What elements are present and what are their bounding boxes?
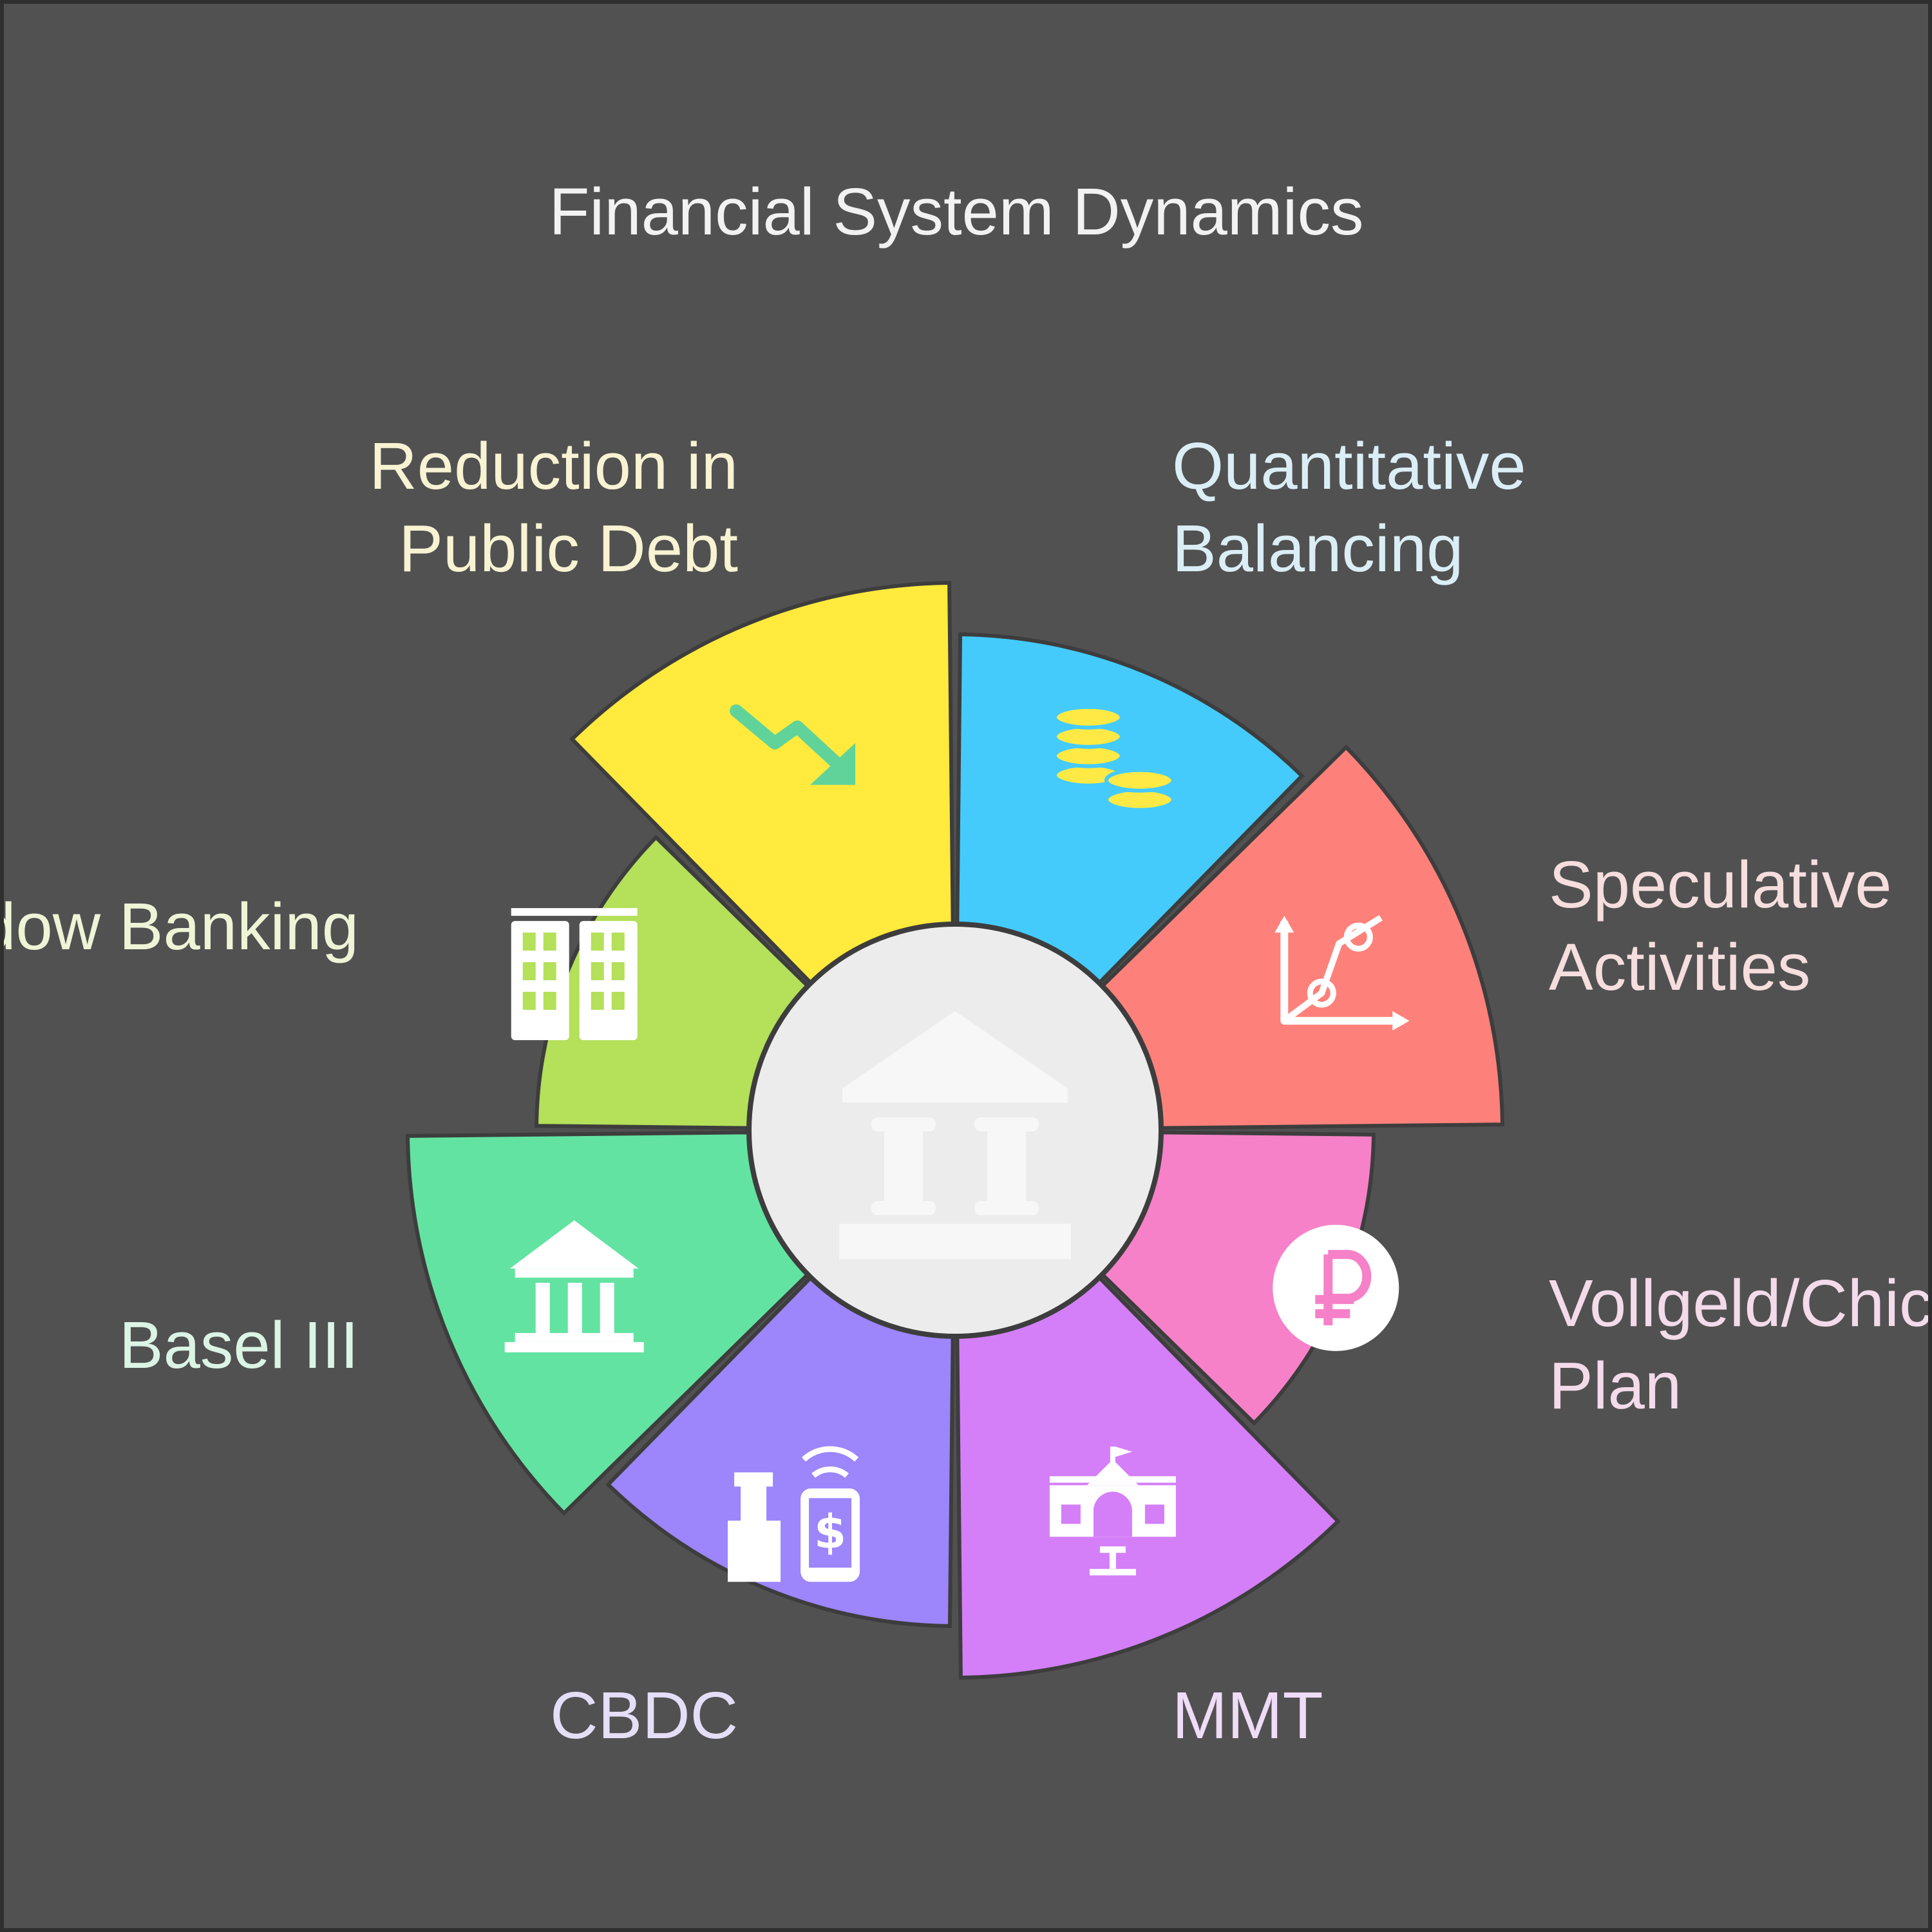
- label-line: Basel III: [118, 1308, 359, 1382]
- label-line: Reduction in: [369, 429, 738, 503]
- label-line: Public Debt: [399, 511, 738, 585]
- line-graph-icon: [1274, 914, 1410, 1031]
- label-line: Vollgeld/Chicago: [1549, 1266, 1932, 1340]
- label-line: Plan: [1549, 1349, 1682, 1423]
- label-basel-iii: Basel III: [119, 1304, 359, 1387]
- label-cbdc: CBDC: [550, 1674, 738, 1757]
- government-building-icon: [1049, 1446, 1176, 1576]
- bank-building-icon: [839, 1011, 1071, 1259]
- ruble-coin-icon: [1273, 1224, 1399, 1351]
- center-disc: [746, 922, 1164, 1339]
- label-line: MMT: [1172, 1678, 1323, 1752]
- label-line: Speculative: [1549, 848, 1892, 922]
- diagram-title: Financial System Dynamics: [549, 175, 1364, 249]
- label-line: Quantitative: [1172, 429, 1526, 503]
- label-line: Activities: [1549, 930, 1811, 1004]
- label-mmt: MMT: [1172, 1674, 1323, 1757]
- mobile-payment-icon: $: [728, 1446, 860, 1582]
- bank-icon: [504, 1220, 644, 1352]
- label-vollgeld-chicago-plan: Vollgeld/ChicagoPlan: [1549, 1262, 1932, 1427]
- label-line: Shadow Banking: [0, 889, 359, 963]
- svg-text:$: $: [814, 1504, 846, 1558]
- trend-down-icon: [730, 704, 856, 785]
- label-line: CBDC: [550, 1678, 738, 1752]
- label-reduction-in-public-debt: Reduction in Public Debt: [369, 425, 738, 590]
- label-line: Balancing: [1172, 511, 1464, 585]
- coin-stacks-icon: [1052, 705, 1175, 812]
- label-shadow-banking: Shadow Banking: [0, 886, 359, 968]
- office-buildings-icon: [511, 908, 638, 1041]
